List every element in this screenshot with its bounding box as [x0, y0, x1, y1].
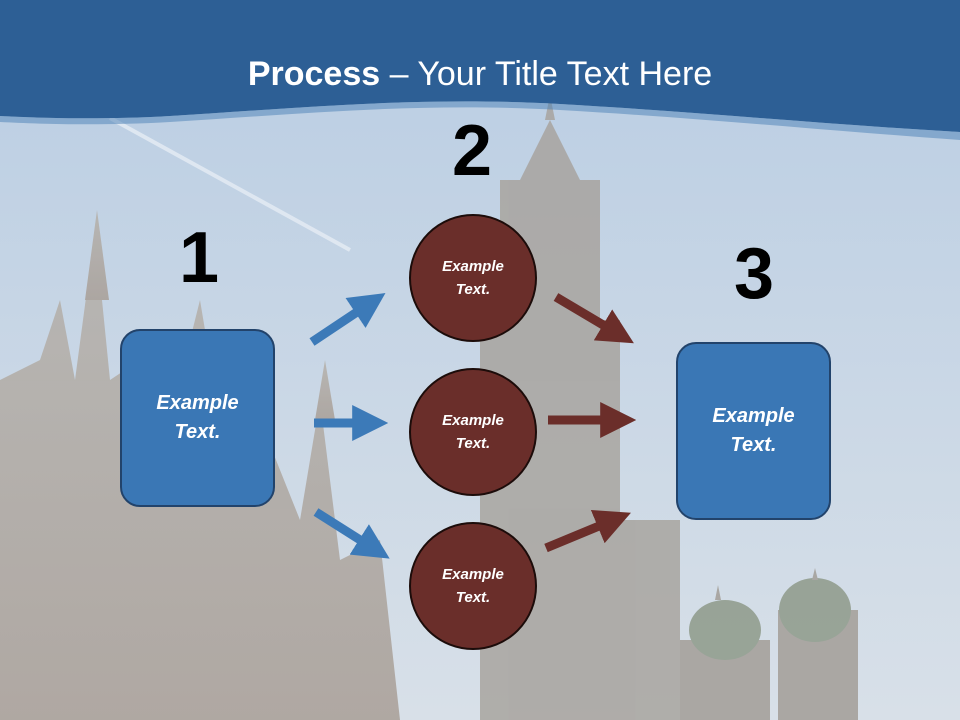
step-2-circle-bottom: Example Text.	[409, 522, 537, 650]
slide-title: Process – Your Title Text Here	[0, 52, 960, 96]
step-1-box: Example Text.	[120, 329, 275, 507]
step-1-box-line2: Text.	[174, 421, 221, 443]
arrow-down-right-brown	[553, 293, 634, 344]
circle-top-line1: Example	[442, 258, 504, 275]
step-number-2: 2	[451, 111, 493, 191]
circle-bottom-line1: Example	[442, 566, 504, 583]
arrow-up-right-blue	[309, 293, 386, 346]
arrow-down-right-blue	[313, 508, 390, 559]
circle-top-line2: Text.	[455, 281, 491, 298]
step-number-3: 3	[733, 234, 775, 314]
title-rest: – Your Title Text Here	[380, 55, 713, 93]
circle-bottom-line2: Text.	[455, 589, 491, 606]
step-1-box-line1: Example	[156, 392, 239, 414]
circle-middle-line1: Example	[442, 412, 504, 429]
step-2-circle-top: Example Text.	[409, 214, 537, 342]
title-bold: Process	[247, 55, 381, 93]
step-3-box-line1: Example	[712, 405, 795, 427]
arrow-up-right-brown	[544, 509, 631, 553]
step-3-box-line2: Text.	[730, 434, 777, 456]
circle-middle-line2: Text.	[455, 435, 491, 452]
step-3-box: Example Text.	[676, 342, 831, 520]
step-2-circle-middle: Example Text.	[409, 368, 537, 496]
step-number-1: 1	[178, 218, 220, 298]
